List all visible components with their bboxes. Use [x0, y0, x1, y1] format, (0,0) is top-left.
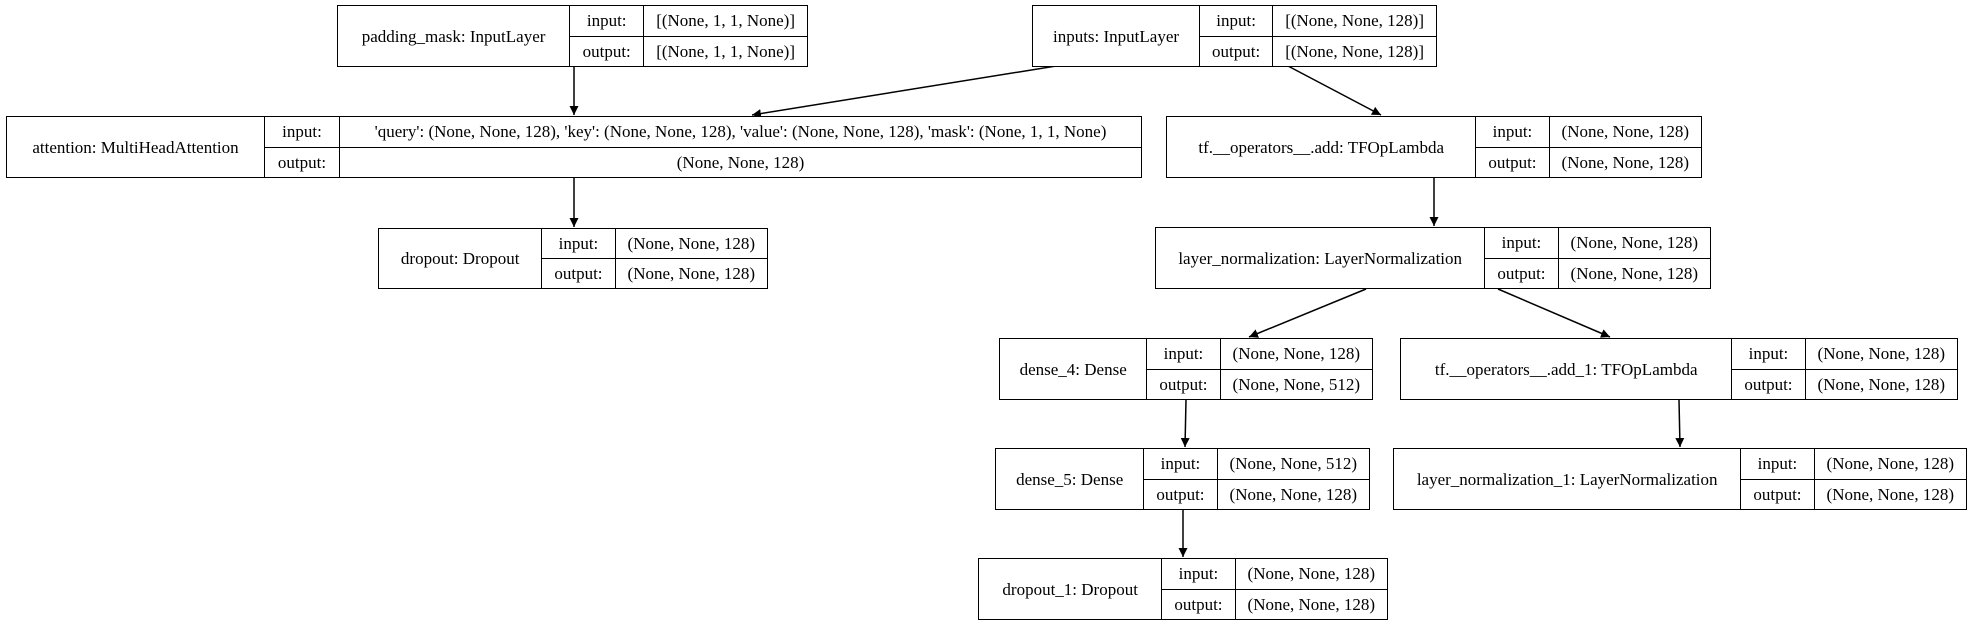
output-label: output:	[1753, 484, 1802, 504]
input-shape: (None, None, 128)	[1814, 449, 1966, 480]
output-shape: [(None, None, 128)]	[1285, 41, 1424, 61]
input-shape: (None, None, 128)	[1558, 228, 1710, 259]
input-label: input:	[1485, 228, 1558, 259]
output-shape: [(None, 1, 1, None)]	[656, 41, 795, 61]
node-name: dense_4: Dense	[1000, 339, 1148, 399]
node-dense-5[interactable]: dense_5: Dense input: output: (None, Non…	[995, 448, 1370, 510]
output-label: output:	[554, 264, 603, 283]
output-shape: (None, None, 128)	[1247, 594, 1375, 614]
output-label: output:	[582, 41, 631, 61]
output-label: output:	[1212, 41, 1261, 61]
output-label: output:	[1159, 374, 1208, 394]
node-name: layer_normalization_1: LayerNormalizatio…	[1394, 449, 1742, 509]
input-shape: (None, None, 128)	[615, 229, 767, 259]
input-label: input:	[1162, 559, 1235, 590]
input-label: input:	[570, 6, 644, 37]
node-dropout-1[interactable]: dropout_1: Dropout input: output: (None,…	[978, 558, 1388, 620]
output-shape: (None, None, 128)	[627, 264, 755, 283]
input-shape: (None, None, 128)	[1235, 559, 1387, 590]
node-name: attention: MultiHeadAttention	[7, 117, 265, 177]
output-label: output:	[1174, 594, 1223, 614]
node-layer-normalization-1[interactable]: layer_normalization_1: LayerNormalizatio…	[1393, 448, 1967, 510]
output-label: output:	[1497, 263, 1546, 283]
input-label: input:	[1741, 449, 1814, 480]
node-name: tf.__operators__.add_1: TFOpLambda	[1401, 339, 1733, 399]
node-layer-normalization[interactable]: layer_normalization: LayerNormalization …	[1155, 227, 1711, 289]
node-inputs[interactable]: inputs: InputLayer input: output: [(None…	[1032, 5, 1437, 67]
output-shape: (None, None, 128)	[1561, 152, 1689, 172]
input-shape: (None, None, 512)	[1217, 449, 1369, 480]
input-shape: (None, None, 128)	[1805, 339, 1957, 370]
node-name: dropout: Dropout	[379, 229, 543, 288]
input-shape: (None, None, 128)	[1549, 117, 1701, 148]
edge-add-1-to-layer-normalization-1	[1675, 399, 1685, 448]
node-padding-mask[interactable]: padding_mask: InputLayer input: output: …	[337, 5, 808, 67]
input-shape: (None, None, 128)	[1220, 339, 1372, 370]
input-label: input:	[1476, 117, 1549, 148]
node-name: dropout_1: Dropout	[979, 559, 1163, 619]
edge-dense-4-to-dense-5	[1180, 399, 1190, 448]
output-shape: (None, None, 128)	[676, 152, 805, 172]
output-shape: (None, None, 128)	[1229, 484, 1357, 504]
edge-layer-normalization-to-add-1	[1497, 288, 1611, 338]
output-shape: (None, None, 512)	[1232, 374, 1360, 394]
node-name: padding_mask: InputLayer	[338, 6, 571, 66]
output-shape: (None, None, 128)	[1826, 484, 1954, 504]
input-label: input:	[542, 229, 615, 259]
edge-inputs-to-add	[1287, 65, 1382, 116]
node-name: tf.__operators__.add: TFOpLambda	[1167, 117, 1477, 177]
node-add-1[interactable]: tf.__operators__.add_1: TFOpLambda input…	[1400, 338, 1958, 400]
input-label: input:	[1732, 339, 1805, 370]
input-label: input:	[265, 117, 339, 148]
node-name: layer_normalization: LayerNormalization	[1156, 228, 1486, 288]
output-label: output:	[1156, 484, 1205, 504]
input-label: input:	[1147, 339, 1220, 370]
node-name: inputs: InputLayer	[1033, 6, 1201, 66]
node-dense-4[interactable]: dense_4: Dense input: output: (None, Non…	[999, 338, 1373, 400]
node-name: dense_5: Dense	[996, 449, 1145, 509]
output-shape: (None, None, 128)	[1570, 263, 1698, 283]
node-attention[interactable]: attention: MultiHeadAttention input: out…	[6, 116, 1142, 178]
input-label: input:	[1144, 449, 1217, 480]
input-label: input:	[1200, 6, 1273, 37]
output-label: output:	[1488, 152, 1537, 172]
input-shape: [(None, None, 128)]	[1273, 6, 1436, 37]
output-shape: (None, None, 128)	[1817, 374, 1945, 394]
edge-inputs-to-attention	[751, 65, 1057, 119]
input-shape: [(None, 1, 1, None)]	[644, 6, 807, 37]
node-dropout[interactable]: dropout: Dropout input: output: (None, N…	[378, 228, 768, 289]
output-label: output:	[277, 152, 327, 172]
node-add[interactable]: tf.__operators__.add: TFOpLambda input: …	[1166, 116, 1702, 178]
output-label: output:	[1744, 374, 1793, 394]
input-shape: 'query': (None, None, 128), 'key': (None…	[340, 117, 1141, 148]
edge-layer-normalization-to-dense-4	[1248, 288, 1367, 338]
